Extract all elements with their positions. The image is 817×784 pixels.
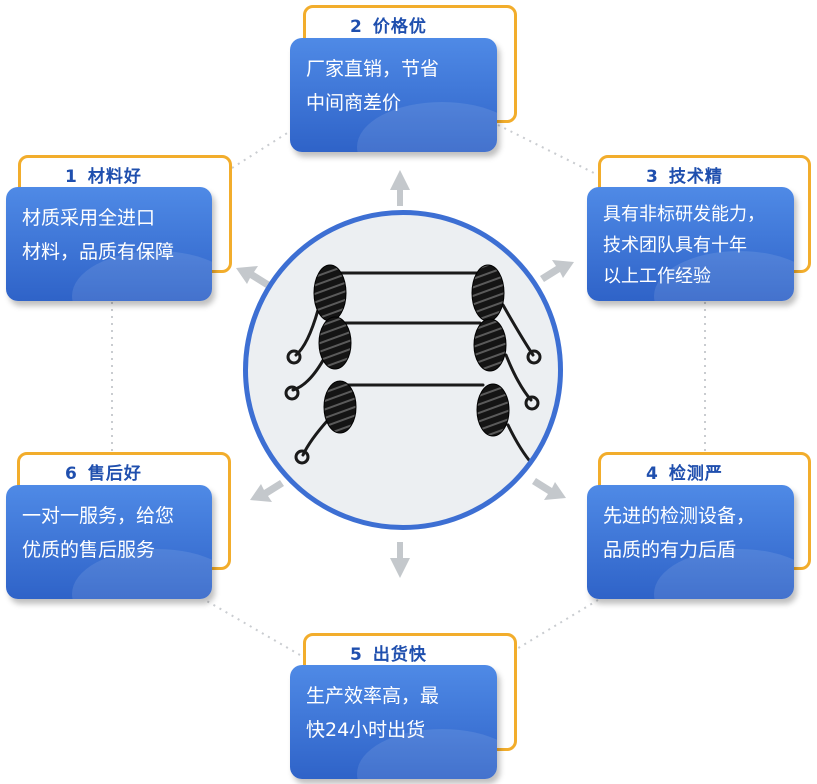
feature-description-box: 先进的检测设备， 品质的有力后盾 [587,485,794,599]
feature-title-text: 技术精 [668,167,723,187]
feature-description-line: 技术团队具有十年 [603,235,747,256]
product-image [243,210,563,530]
feature-description-line: 以上工作经验 [603,266,711,287]
feature-description-line: 一对一服务，给您 [22,505,175,527]
feature-title-text: 价格优 [372,17,427,37]
feature-description-line: 优质的售后服务 [22,539,156,561]
arrow-upper-left-icon [236,266,270,288]
feature-description-line: 品质的有力后盾 [603,539,737,561]
feature-number: 3 [646,167,659,187]
feature-description-line: 快24小时出货 [306,719,426,741]
feature-description-box: 具有非标研发能力， 技术团队具有十年 以上工作经验 [587,187,794,301]
arrow-upper-right-icon [540,260,574,282]
feature-title: 5 出货快 [350,640,427,665]
feature-number: 5 [350,645,363,665]
feature-description-line: 材质采用全进口 [22,207,156,229]
feature-description-line: 材料，品质有保障 [22,241,175,263]
feature-description-box: 材质采用全进口 材料，品质有保障 [6,187,212,301]
feature-title: 2 价格优 [350,12,427,37]
feature-description-line: 中间商差价 [306,92,402,114]
feature-number: 2 [350,17,363,37]
arrow-down-icon [390,542,410,578]
feature-description-line: 厂家直销，节省 [306,58,440,80]
feature-title-text: 检测严 [668,464,723,484]
torsion-spring-illustration [284,264,542,475]
feature-description-box: 生产效率高，最 快24小时出货 [290,665,497,779]
dotted-hexagon-outline [111,124,706,656]
feature-title: 3 技术精 [646,162,723,187]
feature-number: 1 [65,167,78,187]
feature-description-line: 先进的检测设备， [603,505,756,527]
feature-number: 6 [65,464,78,484]
feature-title: 1 材料好 [65,162,142,187]
feature-title-text: 出货快 [372,645,427,665]
feature-title: 6 售后好 [65,459,142,484]
arrow-lower-left-icon [250,480,284,502]
arrow-up-icon [390,170,410,206]
feature-number: 4 [646,464,659,484]
feature-title-text: 售后好 [87,464,142,484]
feature-title-text: 材料好 [87,167,142,187]
feature-description-box: 一对一服务，给您 优质的售后服务 [6,485,212,599]
feature-description-line: 具有非标研发能力， [603,204,765,225]
feature-title: 4 检测严 [646,459,723,484]
arrow-lower-right-icon [532,478,566,500]
feature-description-line: 生产效率高，最 [306,685,440,707]
feature-description-box: 厂家直销，节省 中间商差价 [290,38,497,152]
